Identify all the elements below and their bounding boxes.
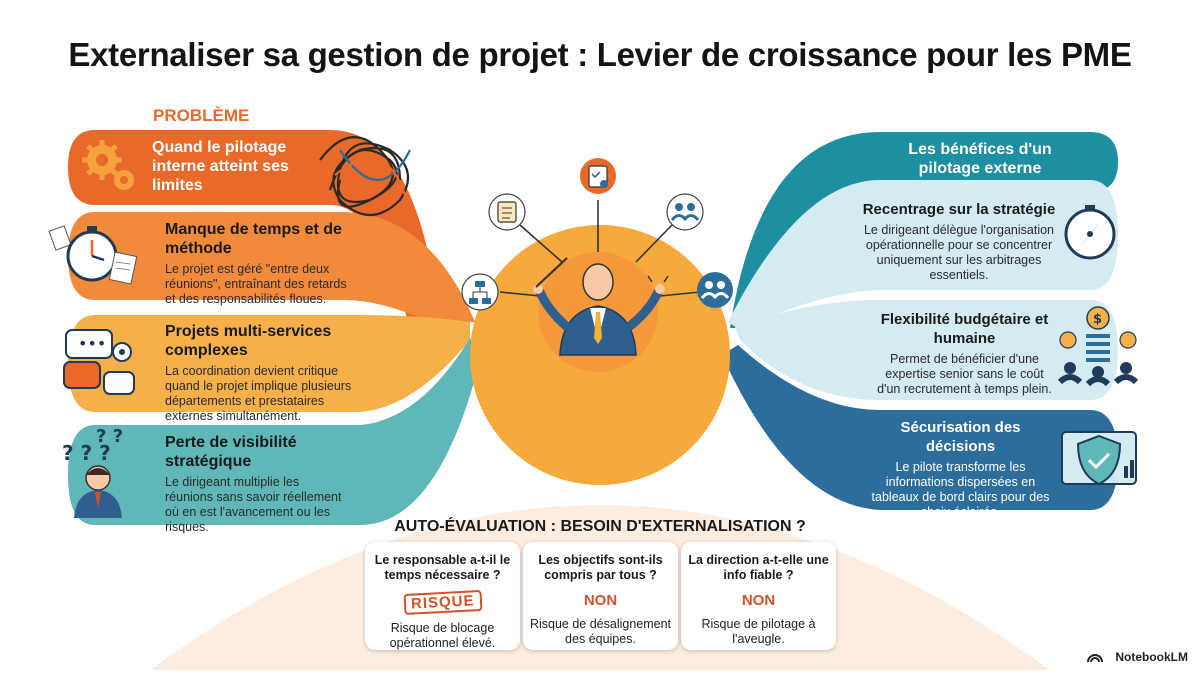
probleme-label: PROBLÈME <box>153 106 250 125</box>
evaluation-card-3-question: La direction a-t-elle une info fiable ? <box>688 553 829 582</box>
ribbon-item-3-left <box>68 338 482 525</box>
ribbon-header-left <box>68 130 440 330</box>
benefices-header: Les bénéfices d'un pilotage externe <box>908 141 1052 177</box>
spring-budget-icon: $ <box>1057 306 1139 387</box>
svg-text:$: $ <box>1093 312 1102 327</box>
benefice-item-2: Flexibilité budgétaire et humaine Permet… <box>872 310 1057 397</box>
notebooklm-logo-icon <box>1087 654 1103 663</box>
svg-text:? ?: ? ? <box>96 426 123 447</box>
evaluation-card-2-answer: NON <box>583 592 618 609</box>
shield-check-icon <box>1061 431 1137 486</box>
clipboard-check-icon <box>580 158 616 194</box>
evaluation-card-1-detail: Risque de blocage opérationnel élevé. <box>389 621 496 650</box>
probleme-item-1-text: Le projet est géré "entre deux réunions"… <box>165 262 347 306</box>
evaluation-card-1-answer: RISQUE <box>403 589 482 616</box>
page-title: Externaliser sa gestion de projet : Levi… <box>68 36 1132 73</box>
evaluation-card-3: La direction a-t-elle une info fiable ? … <box>681 542 836 650</box>
center-spokes <box>499 200 701 297</box>
team-icon <box>666 193 704 231</box>
tangled-lines-icon <box>319 136 411 216</box>
benefice-item-1: Recentrage sur la stratégie Le dirigeant… <box>848 200 1070 283</box>
evaluation-title: AUTO-ÉVALUATION : BESOIN D'EXTERNALISATI… <box>394 518 806 535</box>
gears-icon <box>82 140 134 190</box>
evaluation-card-3-answer: NON <box>741 592 776 609</box>
evaluation-card-2-detail: Risque de désalignement des équipes. <box>529 617 672 646</box>
ribbon-item-1-right <box>728 180 1118 330</box>
probleme-item-1: Manque de temps et de méthode Le projet … <box>165 220 355 307</box>
probleme-item-3: Perte de visibilité stratégique Le dirig… <box>165 433 345 535</box>
benefice-item-2-text: Permet de bénéficier d'une expertise sen… <box>877 352 1052 396</box>
benefice-item-2-title: Flexibilité budgétaire et humaine <box>880 311 1049 347</box>
org-chart-icon <box>461 273 499 311</box>
evaluation-card-1-question: Le responsable a-t-il le temps nécessair… <box>374 553 511 582</box>
ribbon-item-3-right <box>722 345 1118 510</box>
benefice-item-1-text: Le dirigeant délègue l'organisation opér… <box>863 223 1055 282</box>
confused-person-icon: ? ? ? ? ? <box>62 426 123 518</box>
conductor-icon <box>533 257 669 356</box>
evaluation-card-3-detail: Risque de pilotage à l'aveugle. <box>701 617 816 646</box>
team-icon <box>697 272 733 308</box>
probleme-item-2-text: La coordination devient critique quand l… <box>165 364 352 423</box>
probleme-item-1-title: Manque de temps et de méthode <box>165 221 342 257</box>
compass-icon <box>1064 205 1116 260</box>
chat-bubbles-icon: ••• <box>63 329 135 395</box>
svg-text:•••: ••• <box>78 334 106 353</box>
evaluation-card-2-question: Les objectifs sont-ils compris par tous … <box>538 553 663 582</box>
svg-text:? ? ?: ? ? ? <box>62 441 111 465</box>
probleme-header: Quand le pilotage interne atteint ses li… <box>152 139 289 194</box>
ribbon-item-2-left <box>68 315 470 412</box>
probleme-item-3-title: Perte de visibilité stratégique <box>165 434 297 470</box>
probleme-item-2-title: Projets multi-services complexes <box>165 323 332 359</box>
benefice-item-1-title: Recentrage sur la stratégie <box>862 201 1056 218</box>
benefice-item-3: Sécurisation des décisions Le pilote tra… <box>868 418 1053 520</box>
evaluation-card-1: Le responsable a-t-il le temps nécessair… <box>365 542 520 650</box>
benefice-item-3-text: Le pilote transforme les informations di… <box>871 460 1050 519</box>
probleme-item-2: Projets multi-services complexes La coor… <box>165 322 360 424</box>
benefice-item-3-title: Sécurisation des décisions <box>900 419 1021 455</box>
checklist-icon <box>488 193 526 231</box>
ribbon-item-1-left <box>68 212 475 322</box>
stopwatch-icon <box>48 225 138 285</box>
brand-label: NotebookLM <box>1115 650 1188 664</box>
probleme-item-3-text: Le dirigeant multiplie les réunions sans… <box>165 475 342 534</box>
ribbon-item-2-right <box>735 300 1118 400</box>
evaluation-card-2: Les objectifs sont-ils compris par tous … <box>523 542 678 650</box>
